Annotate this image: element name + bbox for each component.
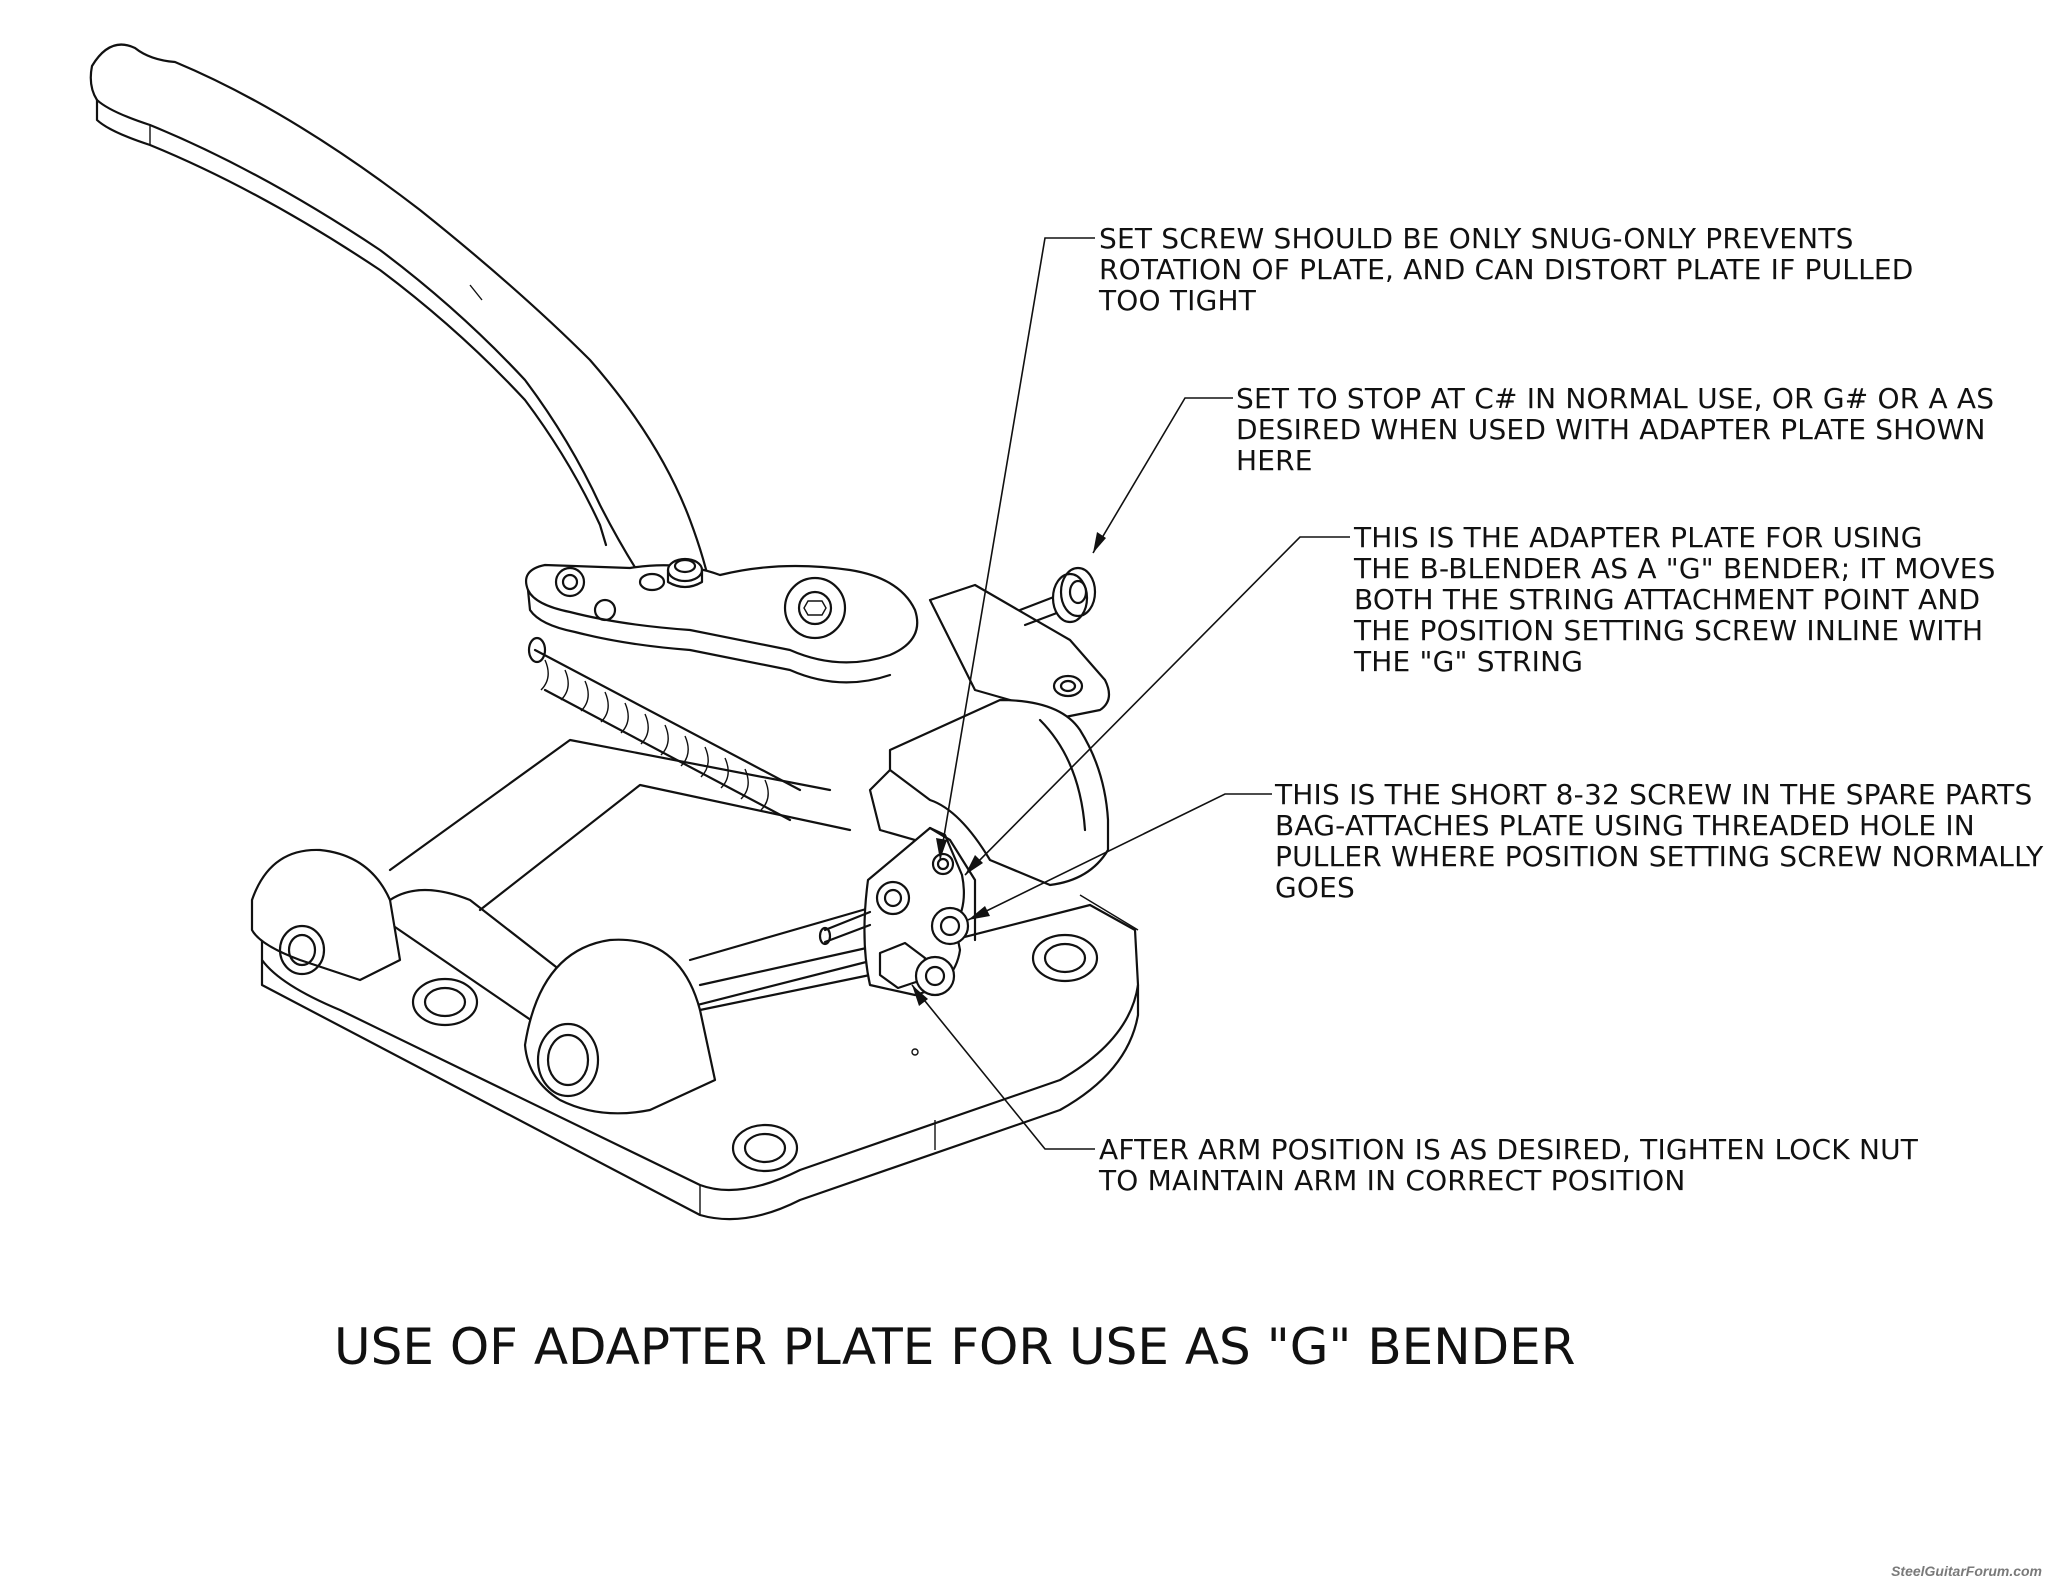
callout-line: THIS IS THE ADAPTER PLATE FOR USING xyxy=(1354,521,1923,554)
leader-short-screw xyxy=(967,793,1272,921)
callout-lock-nut: AFTER ARM POSITION IS AS DESIRED, TIGHTE… xyxy=(1099,1134,1918,1196)
callout-stop-screw: SET TO STOP AT C# IN NORMAL USE, OR G# O… xyxy=(1236,383,1994,476)
return-spring xyxy=(527,636,802,822)
leader-set-screw xyxy=(936,237,1095,861)
callout-line: GOES xyxy=(1275,871,1356,904)
hinge-block-front xyxy=(523,938,872,1115)
callout-line: BAG-ATTACHES PLATE USING THREADED HOLE I… xyxy=(1275,809,1975,842)
callout-line: TO MAINTAIN ARM IN CORRECT POSITION xyxy=(1099,1164,1686,1197)
hinge-block-rear xyxy=(250,848,562,982)
leader-lock-nut xyxy=(911,984,1095,1150)
adapter-plate xyxy=(818,826,977,997)
callout-line: HERE xyxy=(1236,444,1313,477)
callout-line: THE POSITION SETTING SCREW INLINE WITH xyxy=(1354,614,1984,647)
callout-line: TOO TIGHT xyxy=(1099,284,1257,317)
stop-screw xyxy=(1018,566,1097,627)
callout-set-screw: SET SCREW SHOULD BE ONLY SNUG-ONLY PREVE… xyxy=(1099,223,1914,316)
callout-line: DESIRED WHEN USED WITH ADAPTER PLATE SHO… xyxy=(1236,413,1986,446)
callout-line: PULLER WHERE POSITION SETTING SCREW NORM… xyxy=(1275,840,2044,873)
callout-short-screw: THIS IS THE SHORT 8-32 SCREW IN THE SPAR… xyxy=(1275,779,2043,903)
callout-line: BOTH THE STRING ATTACHMENT POINT AND xyxy=(1354,583,1981,616)
callout-line: THE B-BLENDER AS A "G" BENDER; IT MOVES xyxy=(1354,552,1996,585)
callout-line: SET TO STOP AT C# IN NORMAL USE, OR G# O… xyxy=(1236,382,1995,415)
diagram-title: USE OF ADAPTER PLATE FOR USE AS "G" BEND… xyxy=(334,1318,1576,1376)
leader-adapter-plate xyxy=(964,536,1350,876)
leader-stop-screw xyxy=(1092,397,1233,554)
callout-line: ROTATION OF PLATE, AND CAN DISTORT PLATE… xyxy=(1099,253,1914,286)
lever-hub-plate xyxy=(524,557,919,684)
callout-line: AFTER ARM POSITION IS AS DESIRED, TIGHTE… xyxy=(1099,1133,1919,1166)
callout-adapter-plate: THIS IS THE ADAPTER PLATE FOR USING THE … xyxy=(1354,522,1996,677)
callout-line: SET SCREW SHOULD BE ONLY SNUG-ONLY PREVE… xyxy=(1099,222,1854,255)
lever-arm xyxy=(89,43,714,607)
callout-line: THIS IS THE SHORT 8-32 SCREW IN THE SPAR… xyxy=(1275,778,2033,811)
mount-holes xyxy=(411,933,1099,1173)
watermark: SteelGuitarForum.com xyxy=(1891,1563,2042,1579)
callout-line: THE "G" STRING xyxy=(1354,645,1584,678)
